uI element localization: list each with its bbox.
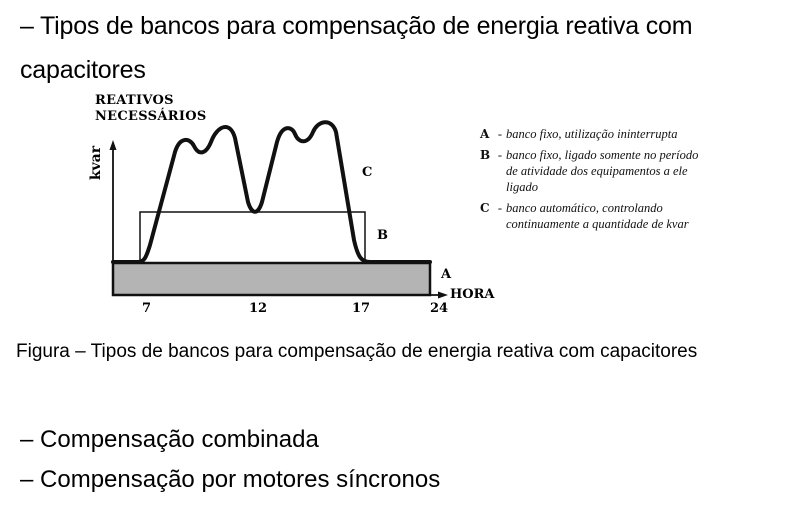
bullet-list: – Compensação combinada – Compensação po… bbox=[20, 420, 440, 500]
y-axis-unit: kvar bbox=[88, 145, 104, 181]
legend-key: B bbox=[480, 148, 491, 162]
legend-text: banco fixo, ligado somente no período de… bbox=[506, 148, 699, 194]
chart-graphic bbox=[109, 120, 448, 299]
legend-key: A bbox=[480, 127, 490, 141]
legend-dash: - bbox=[497, 148, 503, 162]
y-axis-arrow-icon bbox=[109, 140, 117, 150]
x-tick-7: 7 bbox=[142, 301, 152, 316]
legend-item-C: C - banco automático, controlando contin… bbox=[480, 200, 710, 232]
slide-heading: – Tipos de bancos para compensação de en… bbox=[20, 12, 693, 84]
y-axis-title-line1: REATIVOS bbox=[95, 93, 174, 108]
legend-text: banco fixo, utilização ininterrupta bbox=[506, 127, 678, 141]
legend-text: banco automático, controlando continuame… bbox=[506, 201, 689, 231]
bullet-item-combined: – Compensação combinada bbox=[20, 426, 319, 453]
x-tick-12: 12 bbox=[249, 301, 268, 316]
rect-B bbox=[139, 211, 366, 263]
curve-C bbox=[111, 120, 432, 264]
compensation-figure: REATIVOS NECESSÁRIOS kvar C B A HORA 7 1… bbox=[80, 90, 720, 325]
bullet-item-synchronous-motors: – Compensação por motores síncronos bbox=[20, 466, 441, 493]
legend-dash: - bbox=[497, 201, 503, 215]
label-B: B bbox=[377, 228, 388, 243]
y-axis-title-line2: NECESSÁRIOS bbox=[95, 109, 207, 124]
x-axis-title: HORA bbox=[450, 287, 495, 302]
label-C: C bbox=[362, 165, 373, 180]
x-axis-arrow-icon bbox=[438, 291, 448, 299]
label-A: A bbox=[441, 267, 452, 282]
legend-item-A: A - banco fixo, utilização ininterrupta bbox=[480, 126, 710, 142]
x-tick-17: 17 bbox=[352, 301, 371, 316]
x-tick-24: 24 bbox=[430, 301, 449, 316]
legend-item-B: B - banco fixo, ligado somente no períod… bbox=[480, 147, 710, 195]
figure-legend: A - banco fixo, utilização ininterrupta … bbox=[480, 126, 710, 237]
figure-caption: Figura – Tipos de bancos para compensaçã… bbox=[16, 341, 698, 362]
legend-dash: - bbox=[497, 127, 503, 141]
area-A bbox=[111, 261, 432, 297]
legend-key: C bbox=[480, 201, 490, 215]
